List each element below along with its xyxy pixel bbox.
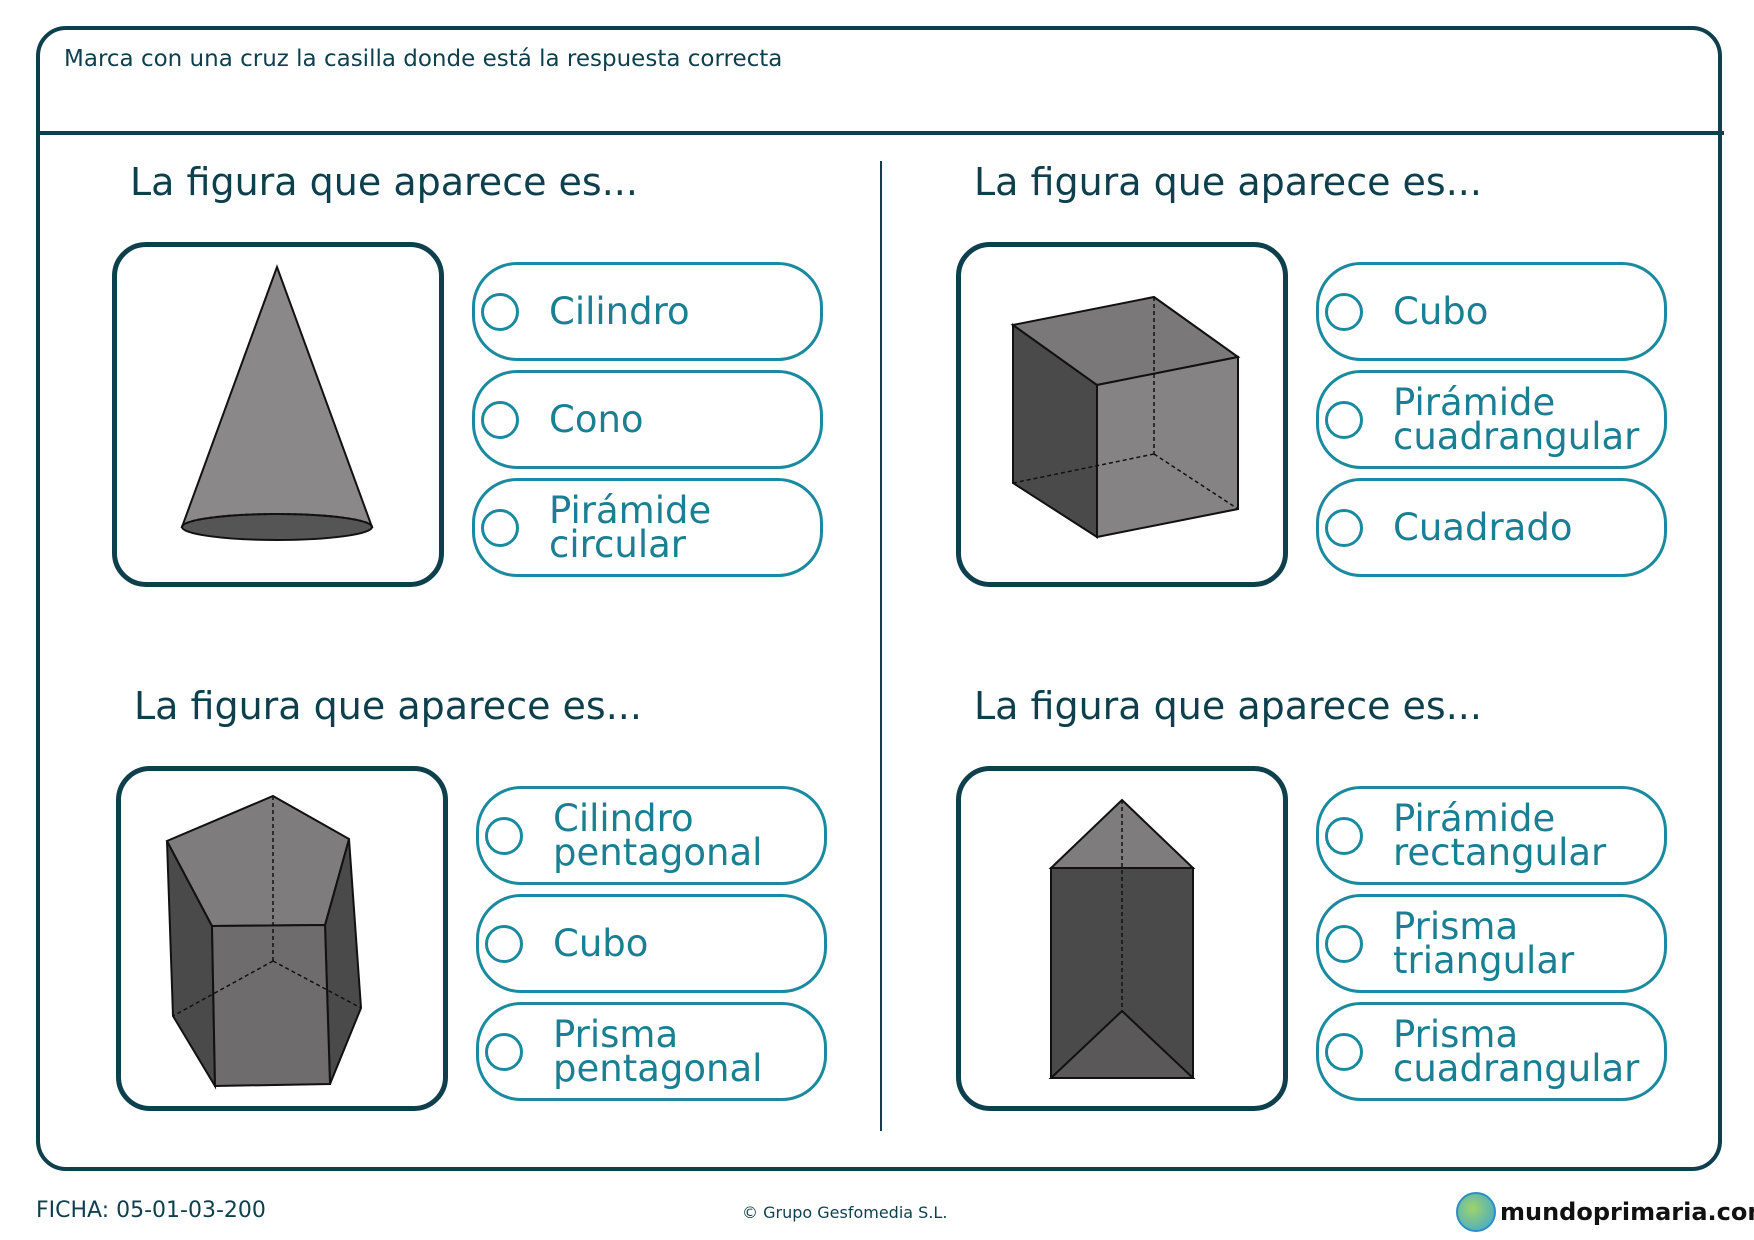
figure-box (956, 242, 1288, 587)
figure-box (956, 766, 1288, 1111)
ficha-code: FICHA: 05-01-03-200 (36, 1198, 266, 1223)
logo-text: mundoprimaria.com (1500, 1198, 1754, 1226)
option-label: Prisma cuadrangular (1393, 1012, 1640, 1090)
option-label: Pirámide circular (549, 488, 712, 566)
option-piramide-rectangular[interactable]: Pirámide rectangular (1316, 786, 1667, 885)
question-2: La figura que aparece es... Cubo Pirámid… (956, 160, 1716, 600)
checkbox-circle[interactable] (485, 816, 523, 855)
option-cuadrado[interactable]: Cuadrado (1316, 478, 1667, 577)
option-label: Pirámide rectangular (1393, 796, 1607, 874)
figure-box (116, 766, 448, 1111)
option-cubo[interactable]: Cubo (1316, 262, 1667, 361)
question-3: La figura que aparece es... Cilindro pen… (116, 684, 876, 1124)
checkbox-circle[interactable] (481, 400, 519, 439)
mundoprimaria-logo[interactable]: mundoprimaria.com (1456, 1192, 1754, 1232)
option-prisma-cuadrangular[interactable]: Prisma cuadrangular (1316, 1002, 1667, 1101)
checkbox-circle[interactable] (1325, 292, 1363, 331)
copyright: © Grupo Gesfomedia S.L. (742, 1203, 948, 1222)
option-label: Cono (549, 397, 644, 441)
checkbox-circle[interactable] (1325, 508, 1363, 547)
option-prisma-pentagonal[interactable]: Prisma pentagonal (476, 1002, 827, 1101)
option-piramide-cuadrangular[interactable]: Pirámide cuadrangular (1316, 370, 1667, 469)
option-label: Cilindro (549, 289, 690, 333)
pentagonal-prism-figure (165, 794, 363, 1090)
globe-icon (1456, 1192, 1496, 1232)
option-label: Prisma pentagonal (553, 1012, 763, 1090)
question-title: La figura que aparece es... (974, 684, 1482, 728)
checkbox-circle[interactable] (485, 1032, 523, 1071)
cube-figure (1010, 295, 1241, 539)
figure-box (112, 242, 444, 587)
question-1: La figura que aparece es... Cilindro Con… (112, 160, 872, 600)
question-title: La figura que aparece es... (974, 160, 1482, 204)
triangular-prism-figure (1048, 798, 1196, 1079)
checkbox-circle[interactable] (1325, 924, 1363, 963)
question-4: La figura que aparece es... Pirámide rec… (956, 684, 1716, 1124)
option-label: Cubo (553, 921, 649, 965)
instruction: Marca con una cruz la casilla donde está… (64, 46, 783, 72)
option-label: Pirámide cuadrangular (1393, 380, 1640, 458)
header-divider (36, 131, 1724, 135)
option-prisma-triangular[interactable]: Prisma triangular (1316, 894, 1667, 993)
checkbox-circle[interactable] (481, 508, 519, 547)
checkbox-circle[interactable] (481, 292, 519, 331)
option-cilindro[interactable]: Cilindro (472, 262, 823, 361)
checkbox-circle[interactable] (1325, 816, 1363, 855)
option-label: Cilindro pentagonal (553, 796, 763, 874)
option-piramide-circular[interactable]: Pirámide circular (472, 478, 823, 577)
checkbox-circle[interactable] (485, 924, 523, 963)
option-cono[interactable]: Cono (472, 370, 823, 469)
question-title: La figura que aparece es... (130, 160, 638, 204)
question-title: La figura que aparece es... (134, 684, 642, 728)
option-label: Cubo (1393, 289, 1489, 333)
checkbox-circle[interactable] (1325, 1032, 1363, 1071)
cone-figure (180, 264, 374, 541)
option-label: Prisma triangular (1393, 904, 1575, 982)
checkbox-circle[interactable] (1325, 400, 1363, 439)
option-cilindro-pentagonal[interactable]: Cilindro pentagonal (476, 786, 827, 885)
worksheet-frame (36, 26, 1722, 1171)
column-divider (880, 161, 882, 1131)
option-cubo[interactable]: Cubo (476, 894, 827, 993)
option-label: Cuadrado (1393, 505, 1573, 549)
